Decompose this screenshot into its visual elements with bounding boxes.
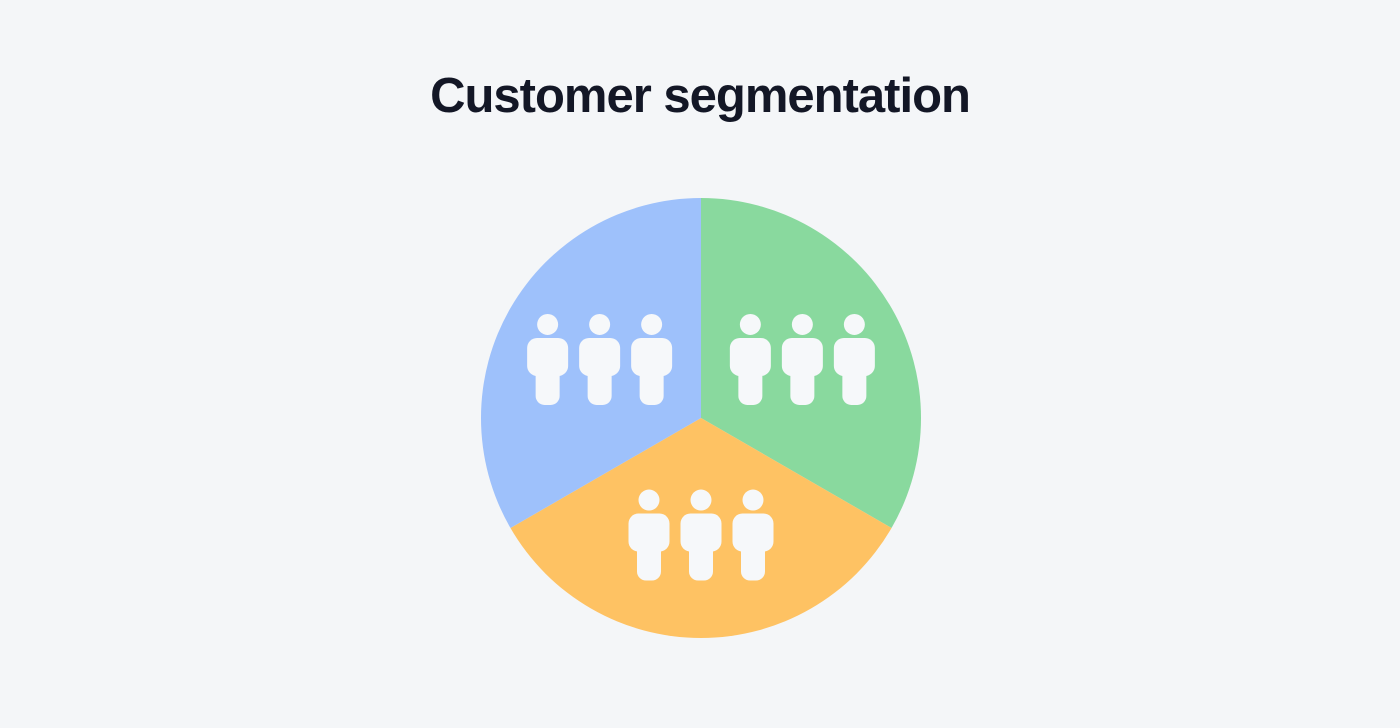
person-legs: [790, 354, 815, 405]
person-head: [690, 489, 712, 511]
person-head: [739, 313, 761, 335]
customer-segmentation-pie: [480, 197, 922, 639]
person-head: [537, 313, 559, 335]
person-icon: [729, 313, 771, 405]
person-legs: [637, 530, 661, 581]
pie-chart: [480, 198, 922, 639]
person-head: [843, 313, 865, 335]
person-icon: [680, 489, 722, 581]
person-head: [791, 313, 813, 335]
person-legs: [587, 354, 612, 405]
person-icon: [781, 313, 823, 405]
person-legs: [639, 354, 664, 405]
person-icon: [579, 313, 621, 405]
person-legs: [738, 354, 763, 405]
person-head: [641, 313, 663, 335]
person-icon: [631, 313, 673, 405]
page-title: Customer segmentation: [430, 69, 971, 123]
person-legs: [689, 530, 713, 581]
person-legs: [842, 354, 867, 405]
person-icon: [732, 489, 774, 581]
person-legs: [535, 354, 560, 405]
person-icon: [833, 313, 875, 405]
person-icon: [628, 489, 670, 581]
person-icon: [527, 313, 569, 405]
person-head: [589, 313, 611, 335]
person-legs: [741, 530, 765, 581]
person-head: [638, 489, 660, 511]
person-head: [742, 489, 764, 511]
